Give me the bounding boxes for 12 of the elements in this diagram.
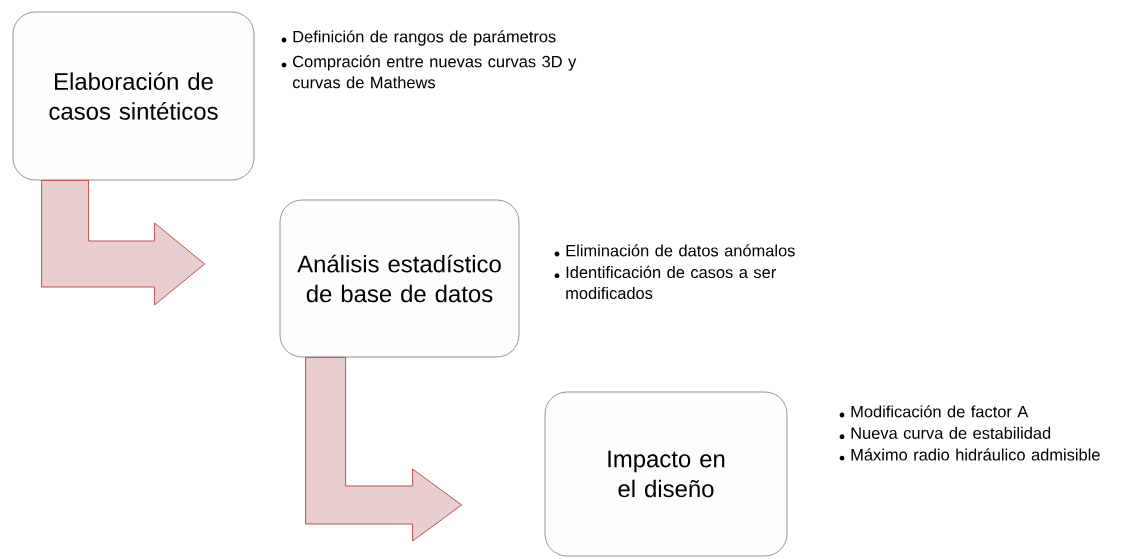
- bullet-text: Nueva curva de estabilidad: [851, 426, 1051, 439]
- bullet-text: Eliminación de datos anómalos: [566, 244, 795, 257]
- process-box: Análisis estadístico de base de datos: [279, 199, 520, 358]
- bent-arrow: [305, 356, 463, 542]
- bent-arrow: [41, 179, 206, 306]
- bullet-text: Definición de rangos de parámetros: [293, 30, 556, 46]
- bullet-text: Modificación de factor A: [851, 405, 1029, 418]
- bullet-text: Máximo radio hidráulico admisible: [851, 448, 1100, 461]
- bullet-text: Identificación de casos a ser modificados: [566, 265, 776, 300]
- process-box: Impacto en el diseño: [544, 391, 788, 557]
- process-box: Elaboración de casos sintéticos: [12, 11, 255, 181]
- bullet-text: Compración entre nuevas curvas 3D y curvas de Mathews: [292, 55, 577, 89]
